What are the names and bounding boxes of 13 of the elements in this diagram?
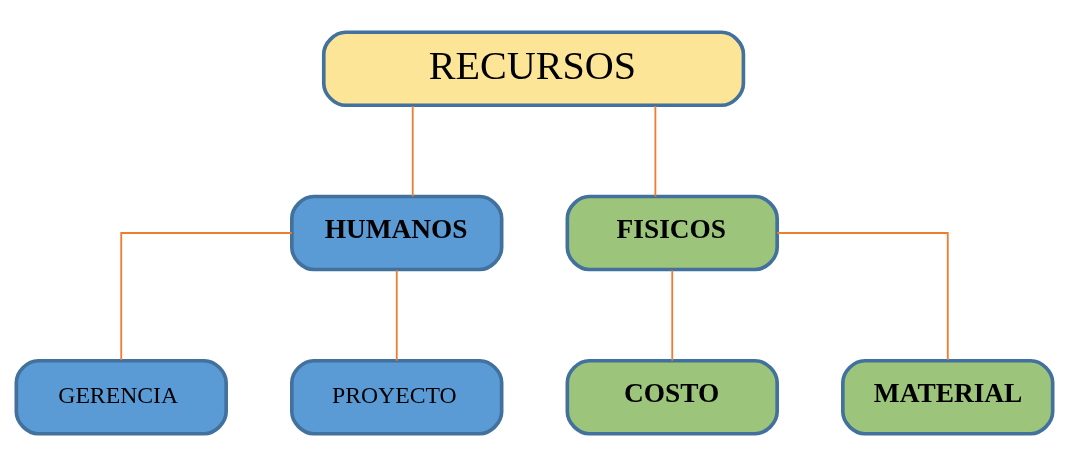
node-box: HUMANOS: [290, 194, 504, 272]
connector: [411, 105, 414, 198]
connector: [654, 105, 657, 198]
node-box: PROYECTO: [290, 358, 504, 436]
node-box: COSTO: [565, 358, 779, 436]
connector: [671, 269, 674, 362]
connector: [120, 232, 293, 361]
connector: [776, 232, 949, 361]
node-box: RECURSOS: [321, 30, 746, 108]
node-box: MATERIAL: [841, 358, 1055, 436]
node-box: FISICOS: [565, 194, 779, 272]
node-box: GERENCIA: [14, 358, 228, 436]
connector: [395, 269, 398, 362]
